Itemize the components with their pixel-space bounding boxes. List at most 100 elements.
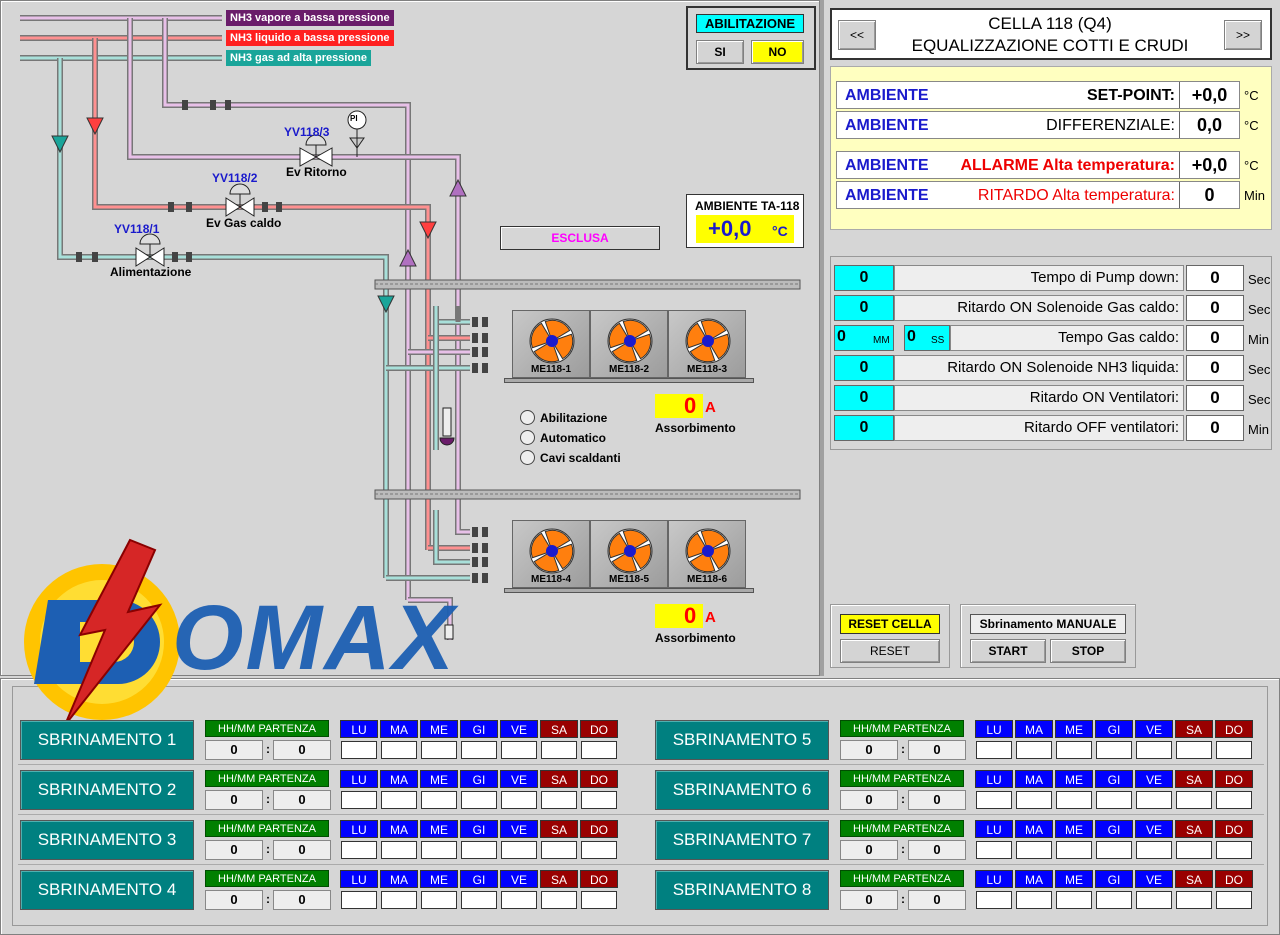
defrost-6-button[interactable]: SBRINAMENTO 6	[655, 770, 829, 810]
reset-button[interactable]: RESET	[840, 639, 940, 663]
fan-me118-6[interactable]: ME118-6	[668, 520, 746, 588]
day-checkbox[interactable]	[1096, 841, 1132, 859]
day-checkbox[interactable]	[421, 741, 457, 759]
day-checkbox[interactable]	[501, 741, 537, 759]
day-checkbox[interactable]	[501, 791, 537, 809]
day-checkbox[interactable]	[1096, 891, 1132, 909]
prev-cell-button[interactable]: <<	[838, 20, 876, 50]
day-checkbox[interactable]	[461, 741, 497, 759]
timer-setting[interactable]: 0	[1186, 265, 1244, 291]
day-checkbox[interactable]	[1176, 891, 1212, 909]
start-minute-field[interactable]: 0	[273, 840, 331, 860]
defrost-8-button[interactable]: SBRINAMENTO 8	[655, 870, 829, 910]
day-checkbox[interactable]	[341, 791, 377, 809]
day-checkbox[interactable]	[1216, 841, 1252, 859]
day-checkbox[interactable]	[501, 841, 537, 859]
day-checkbox[interactable]	[381, 791, 417, 809]
start-hour-field[interactable]: 0	[840, 740, 898, 760]
day-checkbox[interactable]	[581, 841, 617, 859]
day-checkbox[interactable]	[1136, 841, 1172, 859]
day-checkbox[interactable]	[461, 841, 497, 859]
day-checkbox[interactable]	[1096, 791, 1132, 809]
day-checkbox[interactable]	[461, 891, 497, 909]
start-minute-field[interactable]: 0	[273, 790, 331, 810]
differential-value[interactable]: 0,0	[1179, 112, 1239, 138]
day-checkbox[interactable]	[341, 841, 377, 859]
day-checkbox[interactable]	[1016, 791, 1052, 809]
day-checkbox[interactable]	[381, 841, 417, 859]
defrost-4-button[interactable]: SBRINAMENTO 4	[20, 870, 194, 910]
defrost-3-button[interactable]: SBRINAMENTO 3	[20, 820, 194, 860]
manual-start-button[interactable]: START	[970, 639, 1046, 663]
start-hour-field[interactable]: 0	[205, 790, 263, 810]
manual-stop-button[interactable]: STOP	[1050, 639, 1126, 663]
start-hour-field[interactable]: 0	[205, 840, 263, 860]
start-hour-field[interactable]: 0	[840, 790, 898, 810]
fan-me118-3[interactable]: ME118-3	[668, 310, 746, 378]
day-checkbox[interactable]	[1216, 891, 1252, 909]
day-checkbox[interactable]	[1216, 741, 1252, 759]
day-checkbox[interactable]	[421, 791, 457, 809]
enable-yes-button[interactable]: SI	[696, 40, 744, 64]
defrost-7-button[interactable]: SBRINAMENTO 7	[655, 820, 829, 860]
day-checkbox[interactable]	[381, 891, 417, 909]
start-minute-field[interactable]: 0	[273, 890, 331, 910]
day-checkbox[interactable]	[976, 741, 1012, 759]
enable-no-button[interactable]: NO	[751, 40, 804, 64]
start-hour-field[interactable]: 0	[205, 890, 263, 910]
start-hour-field[interactable]: 0	[840, 890, 898, 910]
day-checkbox[interactable]	[421, 891, 457, 909]
day-checkbox[interactable]	[1016, 841, 1052, 859]
day-checkbox[interactable]	[1056, 891, 1092, 909]
alarm-value[interactable]: +0,0	[1179, 152, 1239, 178]
defrost-5-button[interactable]: SBRINAMENTO 5	[655, 720, 829, 760]
day-checkbox[interactable]	[581, 791, 617, 809]
day-checkbox[interactable]	[341, 891, 377, 909]
fan-me118-2[interactable]: ME118-2	[590, 310, 668, 378]
defrost-2-button[interactable]: SBRINAMENTO 2	[20, 770, 194, 810]
day-checkbox[interactable]	[541, 791, 577, 809]
fan-me118-1[interactable]: ME118-1	[512, 310, 590, 378]
day-checkbox[interactable]	[1216, 791, 1252, 809]
day-checkbox[interactable]	[581, 891, 617, 909]
day-checkbox[interactable]	[541, 891, 577, 909]
day-checkbox[interactable]	[1016, 891, 1052, 909]
start-minute-field[interactable]: 0	[908, 740, 966, 760]
day-checkbox[interactable]	[501, 891, 537, 909]
day-checkbox[interactable]	[1136, 741, 1172, 759]
defrost-1-button[interactable]: SBRINAMENTO 1	[20, 720, 194, 760]
day-checkbox[interactable]	[1096, 741, 1132, 759]
timer-setting[interactable]: 0	[1186, 415, 1244, 441]
day-checkbox[interactable]	[1136, 891, 1172, 909]
day-checkbox[interactable]	[541, 841, 577, 859]
day-checkbox[interactable]	[421, 841, 457, 859]
start-minute-field[interactable]: 0	[908, 790, 966, 810]
day-checkbox[interactable]	[1056, 841, 1092, 859]
timer-setting[interactable]: 0	[1186, 355, 1244, 381]
day-checkbox[interactable]	[1176, 791, 1212, 809]
setpoint-value[interactable]: +0,0	[1179, 82, 1239, 108]
fan-me118-5[interactable]: ME118-5	[590, 520, 668, 588]
day-checkbox[interactable]	[341, 741, 377, 759]
timer-setting[interactable]: 0	[1186, 295, 1244, 321]
day-checkbox[interactable]	[581, 741, 617, 759]
day-checkbox[interactable]	[1176, 841, 1212, 859]
day-checkbox[interactable]	[1056, 741, 1092, 759]
day-checkbox[interactable]	[1176, 741, 1212, 759]
day-checkbox[interactable]	[541, 741, 577, 759]
start-hour-field[interactable]: 0	[840, 840, 898, 860]
day-checkbox[interactable]	[976, 791, 1012, 809]
timer-setting[interactable]: 0	[1186, 385, 1244, 411]
day-checkbox[interactable]	[1016, 741, 1052, 759]
day-checkbox[interactable]	[976, 841, 1012, 859]
start-minute-field[interactable]: 0	[273, 740, 331, 760]
day-checkbox[interactable]	[461, 791, 497, 809]
day-checkbox[interactable]	[976, 891, 1012, 909]
day-checkbox[interactable]	[1056, 791, 1092, 809]
start-minute-field[interactable]: 0	[908, 840, 966, 860]
next-cell-button[interactable]: >>	[1224, 20, 1262, 50]
timer-setting[interactable]: 0	[1186, 325, 1244, 351]
start-minute-field[interactable]: 0	[908, 890, 966, 910]
fan-me118-4[interactable]: ME118-4	[512, 520, 590, 588]
delay-value[interactable]: 0	[1179, 182, 1239, 208]
